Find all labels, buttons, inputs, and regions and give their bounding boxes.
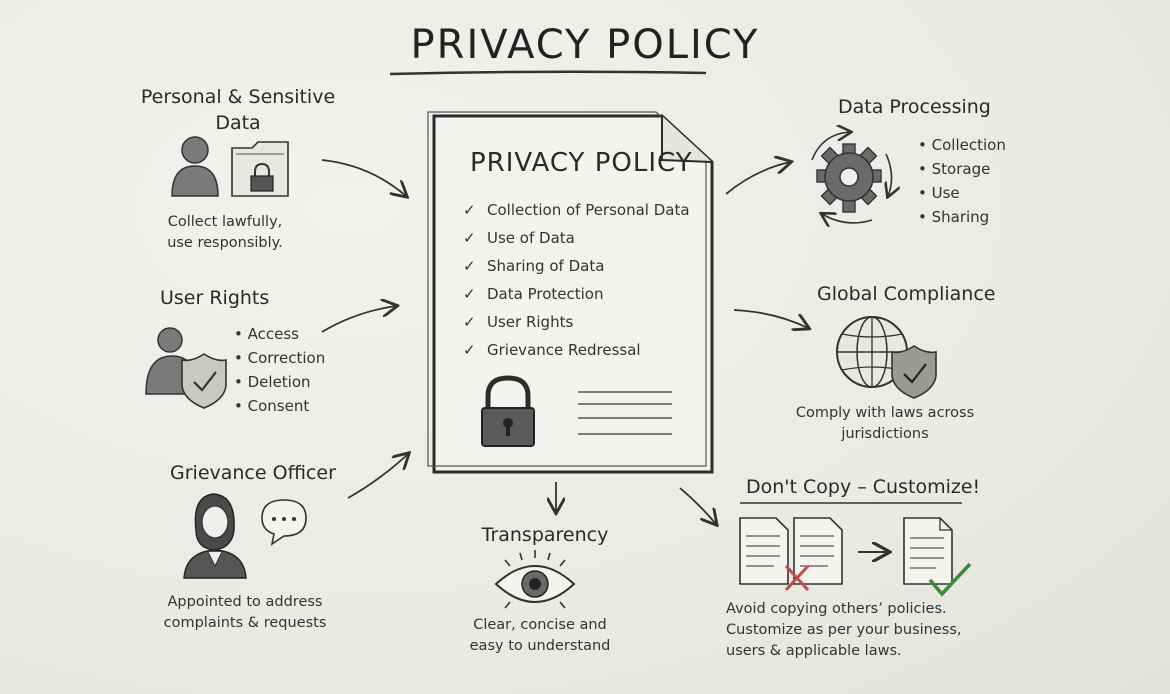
transparency-heading: Transparency <box>481 524 609 546</box>
page-title: PRIVACY POLICY <box>410 22 760 68</box>
caption-line: users & applicable laws. <box>726 643 902 659</box>
caption-line: Appointed to address <box>167 594 323 610</box>
list-item: Access <box>234 322 325 346</box>
arrow-doc-to-processing <box>725 162 790 195</box>
caption-line: jurisdictions <box>841 426 929 442</box>
cross-icon <box>784 564 810 592</box>
eye-icon <box>494 550 576 609</box>
speech-bubble-icon <box>261 499 307 546</box>
global-compliance-heading: Global Compliance <box>817 283 996 305</box>
shield-check-icon <box>181 353 227 409</box>
list-item: Correction <box>234 346 326 370</box>
list-item: Collection <box>918 133 1006 157</box>
personal-data-caption: Collect lawfully, use responsibly. <box>140 212 310 254</box>
transparency-caption: Clear, concise and easy to understand <box>460 615 620 657</box>
list-item: Storage <box>918 157 1006 181</box>
list-item: Consent <box>234 394 325 418</box>
padlock-icon <box>481 375 535 447</box>
data-processing-list: Collection Storage Use Sharing <box>918 133 1006 229</box>
caption-line: Avoid copying others’ policies. <box>726 601 947 617</box>
caption-line: Collect lawfully, <box>167 214 283 230</box>
arrow-personal-to-doc <box>321 159 406 196</box>
gear-icon <box>811 132 892 223</box>
arrow-rights-to-doc <box>321 306 396 333</box>
arrow-doc-to-compliance <box>733 309 808 328</box>
person-icon <box>171 136 219 197</box>
grievance-heading: Grievance Officer <box>170 462 336 484</box>
caption-line: Customize as per your business, <box>726 622 962 638</box>
data-processing-heading: Data Processing <box>838 96 991 118</box>
dont-copy-heading: Don't Copy – Customize! <box>746 476 981 498</box>
checklist-item: ✓Sharing of Data <box>463 257 605 275</box>
arrow-grievance-to-doc <box>347 454 408 499</box>
grievance-caption: Appointed to address complaints & reques… <box>150 592 340 634</box>
folder-lock-icon <box>231 141 289 197</box>
checklist-item: ✓Collection of Personal Data <box>463 201 690 219</box>
caption-line: use responsibly. <box>167 235 283 251</box>
caption-line: Comply with laws across <box>795 405 975 421</box>
caption-line: Clear, concise and <box>473 617 607 633</box>
document-icon <box>739 517 843 585</box>
caption-line: complaints & requests <box>163 615 327 631</box>
title-underline <box>389 70 707 76</box>
document-title: PRIVACY POLICY <box>470 148 693 178</box>
user-rights-list: Access Correction Deletion Consent <box>234 322 326 418</box>
list-item: Use <box>918 181 1006 205</box>
document-text-lines <box>578 391 672 435</box>
dont-copy-caption: Avoid copying others’ policies. Customiz… <box>726 599 1026 662</box>
user-rights-heading: User Rights <box>160 287 270 309</box>
global-compliance-caption: Comply with laws across jurisdictions <box>790 403 980 445</box>
checklist-item: ✓Data Protection <box>463 285 604 303</box>
checklist-item: ✓Use of Data <box>463 229 575 247</box>
document-checklist: ✓Collection of Personal Data ✓Use of Dat… <box>463 196 690 364</box>
shield-check-icon <box>891 345 937 399</box>
personal-data-heading: Personal & Sensitive Data <box>140 86 336 134</box>
globe-icon <box>836 316 908 388</box>
checkmark-icon <box>928 562 972 597</box>
document-icon <box>903 517 953 585</box>
checklist-item: ✓User Rights <box>463 313 574 331</box>
arrow-doc-to-dontcopy <box>679 487 716 524</box>
checklist-item: ✓Grievance Redressal <box>463 341 641 359</box>
list-item: Sharing <box>918 205 1006 229</box>
caption-line: easy to understand <box>469 638 611 654</box>
woman-officer-icon <box>183 493 247 579</box>
document-icon <box>427 111 714 474</box>
list-item: Deletion <box>234 370 325 394</box>
